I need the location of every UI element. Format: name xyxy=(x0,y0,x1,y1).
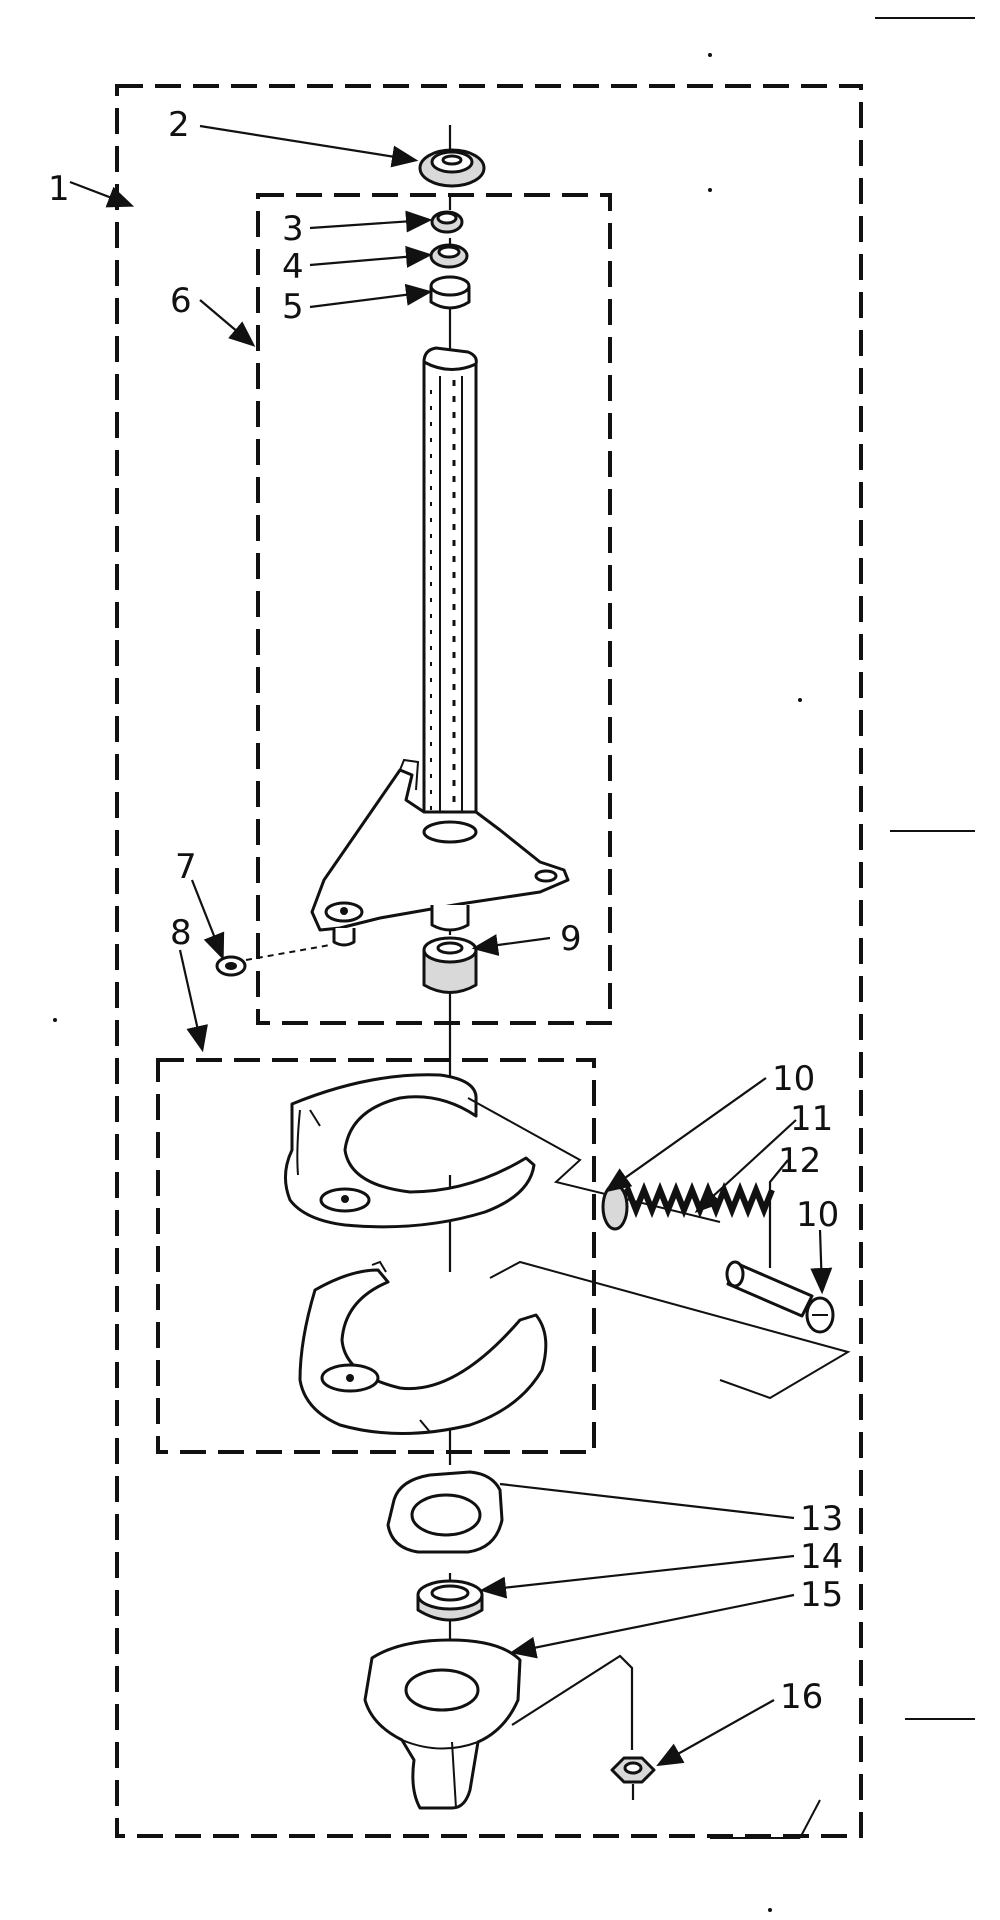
label-8: 8 xyxy=(170,913,192,953)
label-2: 2 xyxy=(168,105,190,145)
part-4-ring xyxy=(429,243,469,269)
leader-lines xyxy=(69,124,833,1767)
label-4: 4 xyxy=(282,247,304,287)
part-6-base-plate xyxy=(310,758,570,947)
label-5: 5 xyxy=(282,287,304,327)
label-14: 14 xyxy=(800,1537,843,1577)
assembly-box-8 xyxy=(156,1058,596,1454)
part-13-plate xyxy=(386,1470,504,1554)
part-10-end-cap xyxy=(805,1296,835,1334)
label-10-upper: 10 xyxy=(772,1059,815,1099)
label-16: 16 xyxy=(780,1677,823,1717)
part-6-spin-tube xyxy=(422,346,478,830)
part-14-ring xyxy=(416,1579,484,1622)
part-12-pin xyxy=(725,1260,814,1318)
part-8-upper-shoe xyxy=(284,1073,536,1229)
label-15: 15 xyxy=(800,1575,843,1615)
part-9-bearing xyxy=(422,936,478,994)
label-11: 11 xyxy=(790,1099,833,1139)
part-3-washer xyxy=(430,210,464,234)
label-6: 6 xyxy=(170,281,192,321)
label-9: 9 xyxy=(560,919,582,959)
label-10-lower: 10 xyxy=(796,1195,839,1235)
label-7: 7 xyxy=(175,847,197,887)
assembly-box-6 xyxy=(256,193,612,1025)
part-15-housing xyxy=(363,1638,522,1810)
part-labels: 1 2 3 4 5 6 7 8 9 10 11 12 10 13 14 15 1… xyxy=(48,105,843,1717)
label-12: 12 xyxy=(778,1141,821,1181)
label-13: 13 xyxy=(800,1499,843,1539)
part-2-seal xyxy=(418,148,486,188)
label-3: 3 xyxy=(282,209,304,249)
part-11-spring xyxy=(601,1181,775,1231)
label-1: 1 xyxy=(48,169,70,209)
assembly-box-outer xyxy=(115,84,863,1838)
part-5-bushing xyxy=(429,275,471,310)
part-16-nut xyxy=(610,1756,656,1800)
part-7-clip xyxy=(215,944,331,977)
part-8-lower-shoe xyxy=(298,1260,548,1435)
